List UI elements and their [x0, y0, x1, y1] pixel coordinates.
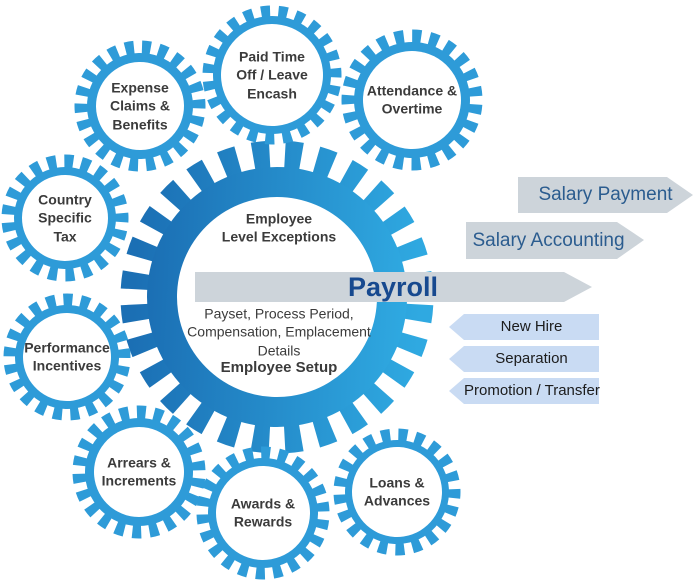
gear-loans-advances-icon: [333, 428, 461, 556]
salary-payment-label: Salary Payment: [538, 184, 673, 205]
gear-country-specific-tax-icon: [1, 154, 129, 282]
salary-accounting-arrow: [466, 222, 644, 259]
payroll-banner-label: Payroll: [347, 272, 439, 302]
gear-performance-incentives-icon: [3, 293, 131, 421]
new-hire-arrow: [449, 314, 599, 340]
payroll-banner-arrow: [195, 272, 592, 302]
gear-paid-time-off-icon: [202, 5, 342, 145]
gear-arrears-increments-icon: [72, 405, 206, 539]
new-hire-label: New Hire: [500, 318, 563, 335]
promotion-transfer-label: Promotion / Transfer: [464, 382, 600, 399]
separation-label: Separation: [495, 350, 568, 367]
salary-payment-arrow: [518, 177, 693, 213]
separation-arrow: [449, 346, 599, 372]
promotion-transfer-arrow: [449, 378, 599, 404]
salary-accounting-label: Salary Accounting: [472, 230, 625, 251]
gear-attendance-overtime-icon: [341, 29, 483, 171]
gear-awards-rewards-icon: [196, 446, 330, 580]
gear-expense-claims-benefits-icon: [74, 40, 206, 172]
